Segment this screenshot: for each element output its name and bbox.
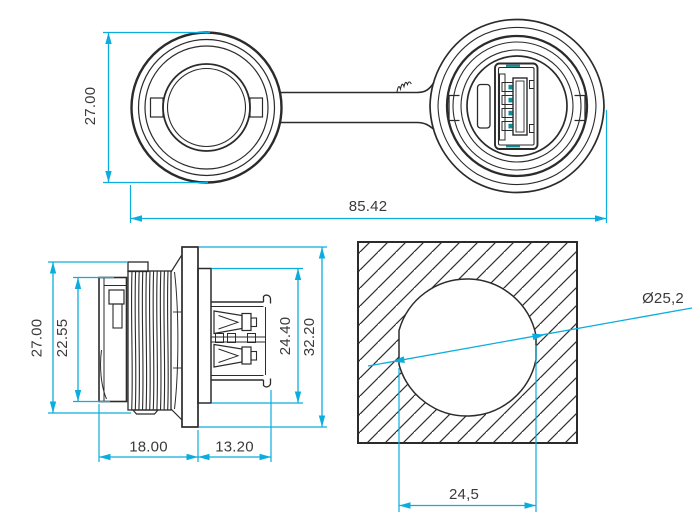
dim-rear-cap-diameter: 22.55 [54, 276, 114, 403]
cap-ring-3 [144, 45, 269, 170]
cap-front [130, 31, 283, 184]
panel-cutout-view: Ø25,2 24,5 [357, 241, 693, 512]
barrel-contour [174, 271, 179, 410]
thread-crests [130, 270, 169, 411]
clip-tip-box [241, 312, 252, 332]
receptacle-ring-3 [460, 49, 574, 163]
dim-value: 13.20 [215, 439, 254, 456]
cap-outer-ring [130, 31, 283, 184]
dim-overall-length: 85.42 [129, 110, 608, 223]
bayonet-slot-upper [108, 289, 125, 305]
barrel-chamfer-bottom [170, 408, 182, 420]
usb-contact-dot-3 [508, 110, 513, 116]
usb-shell-outer [494, 62, 539, 150]
receptacle-base-block [197, 267, 212, 404]
strap-break-squiggle [396, 81, 412, 93]
dim-flange-diameter: 32.20 [199, 246, 327, 428]
usb-contact-1 [501, 82, 514, 92]
cap-inner-ring [162, 63, 251, 152]
shell-lip-bottom [262, 378, 272, 388]
rear-cap-side [98, 276, 128, 403]
clip-tip-box [241, 346, 252, 365]
receptacle-outer-hull [429, 18, 605, 194]
usb-contact-dot-2 [508, 97, 513, 103]
dim-thread-diameter: 27.00 [29, 261, 131, 414]
usb-contact-2 [501, 95, 514, 105]
dim-value: 27.00 [29, 319, 46, 358]
dim-value: 22.55 [54, 319, 71, 358]
cap-ring-2 [137, 38, 276, 177]
usb-a-port [494, 62, 539, 150]
thread-runout [131, 409, 160, 415]
thread-lug [127, 261, 149, 273]
usb-latch-top [529, 80, 535, 89]
dim-receptacle-height: 24.40 [212, 267, 303, 404]
leader-arrow-left [392, 356, 405, 363]
front-view: 27.00 85.42 [82, 18, 608, 223]
receptacle-front [429, 18, 605, 194]
usb-contact-dot-1 [508, 84, 513, 90]
receptacle-ring-2 [452, 41, 582, 171]
usb-contact-rail [499, 73, 506, 141]
panel-outline [357, 241, 578, 444]
dim-value: 27.00 [82, 87, 99, 126]
barrel-section [170, 255, 183, 420]
rear-cap-body [98, 276, 128, 403]
strap-bottom-edge [281, 121, 435, 131]
seal-lip-curve [100, 349, 107, 400]
usb-latch-bottom [529, 124, 535, 133]
dim-value: 24,5 [449, 486, 479, 503]
bayonet-tab-left [448, 94, 460, 122]
rail-notch-3 [247, 333, 256, 343]
panel-flange [181, 246, 199, 428]
usb-contact-4 [501, 121, 514, 131]
dim-value: 85.42 [349, 198, 388, 215]
keyway-slot [476, 83, 491, 129]
receptacle-inner-hull [437, 26, 597, 186]
side-view: 27.00 22.55 24.40 32.20 18.00 [29, 246, 327, 462]
dim-value: 24.40 [277, 317, 294, 356]
clip-nub [250, 350, 258, 361]
usb-contact-dot-4 [508, 123, 513, 129]
panel-hatch [358, 242, 577, 443]
clip-nub [250, 317, 258, 328]
threaded-section [127, 261, 172, 415]
usb-shell-side [211, 294, 272, 388]
contact-clip-lower [213, 343, 258, 368]
usb-tongue [512, 77, 528, 136]
cutout-hole-outline [398, 278, 537, 417]
bayonet-slot-lower [112, 303, 123, 329]
cap-bayonet-lug-right [249, 97, 264, 118]
dim-value: 32.20 [301, 318, 318, 357]
leader-arrow-right [532, 333, 545, 341]
cap-bayonet-lug-left [149, 97, 164, 118]
usb-contact-3 [501, 108, 514, 118]
usb-tongue-inner [515, 80, 525, 133]
clip-spring [218, 348, 240, 363]
shell-lip-top [262, 294, 272, 304]
receptacle-thread-ring [445, 34, 589, 178]
clip-spring [218, 315, 240, 330]
dim-hole-diameter: Ø25,2 [367, 290, 693, 367]
dim-receptacle-length: 13.20 [198, 390, 272, 462]
dim-across-flats: 24,5 [398, 345, 537, 512]
dim-value: Ø25,2 [642, 290, 684, 307]
dim-body-length: 18.00 [98, 404, 199, 462]
rail-notch-2 [227, 333, 236, 343]
cap-innermost-ring [166, 67, 247, 148]
rail-notch-1 [215, 333, 224, 343]
dim-cap-diameter: 27.00 [82, 31, 210, 184]
receptacle-socket-ring [466, 55, 568, 157]
bayonet-tab-right [574, 94, 586, 122]
usb-shell-inner [497, 66, 535, 146]
barrel-chamfer-top [170, 255, 183, 273]
lanyard-strap [281, 81, 435, 131]
contact-clip-upper [213, 310, 258, 335]
dim-value: 18.00 [129, 439, 168, 456]
leader-line [367, 307, 693, 367]
